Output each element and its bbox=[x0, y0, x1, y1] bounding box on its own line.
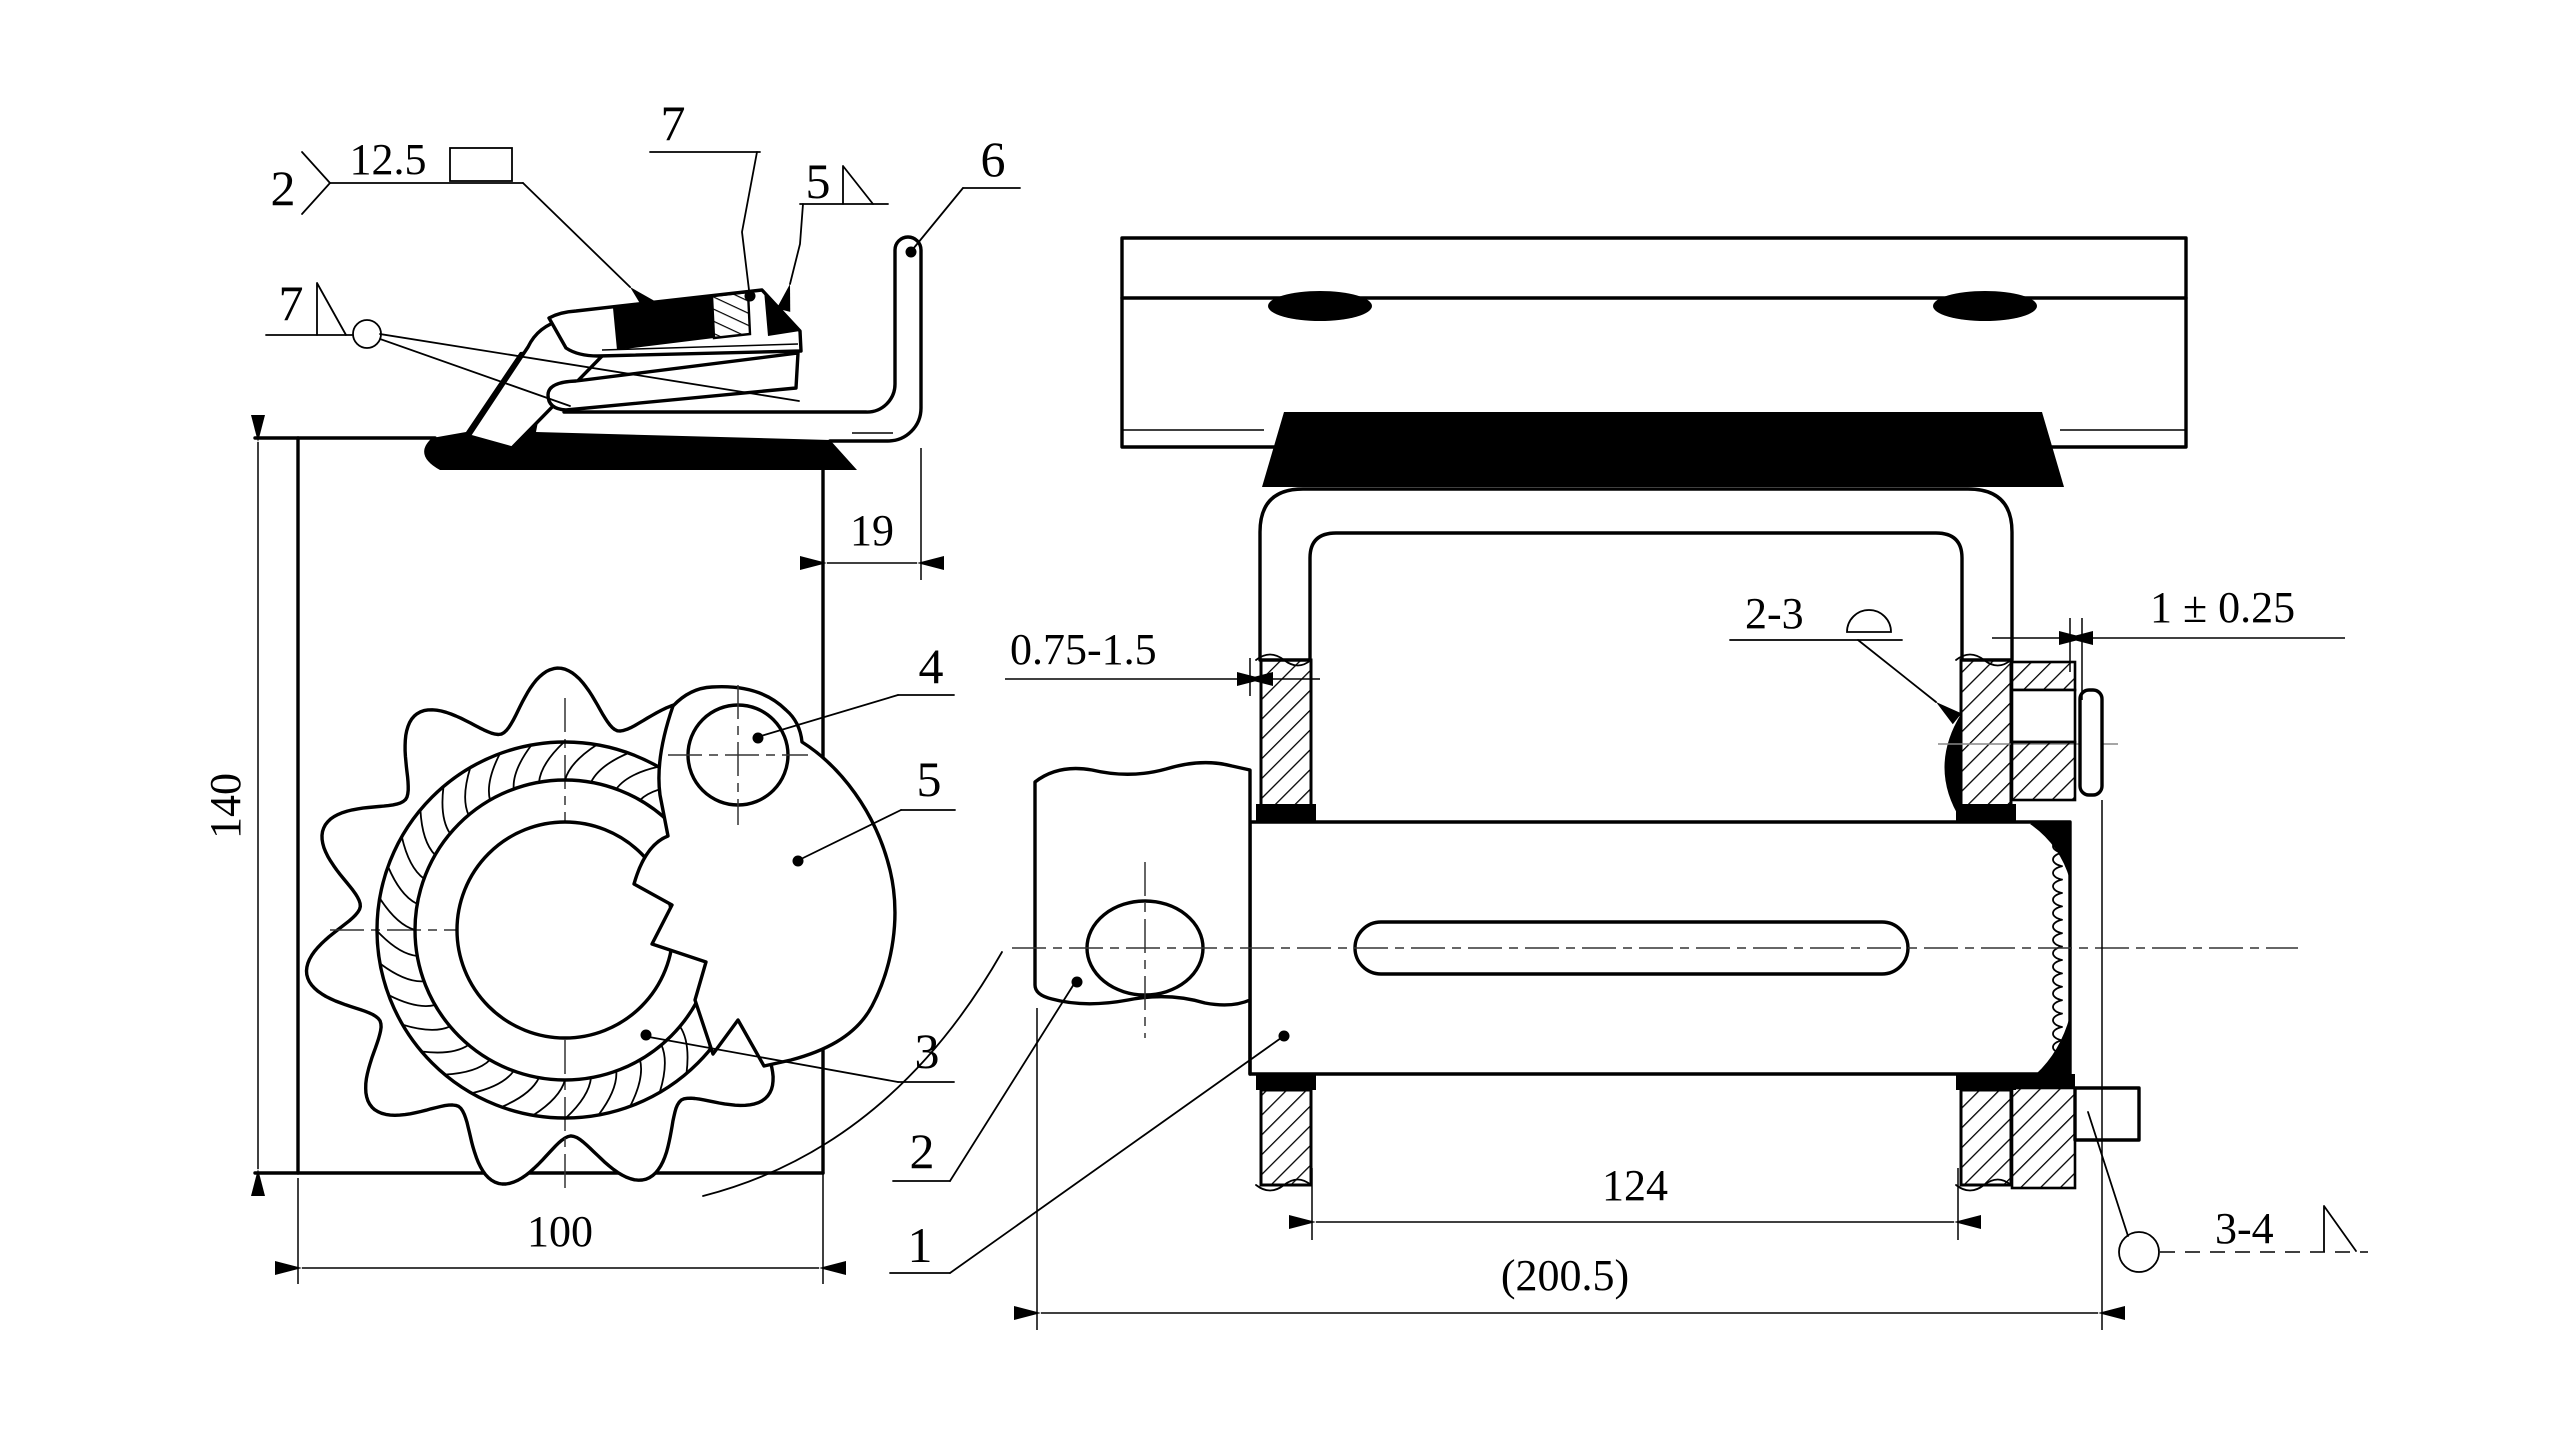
spot-weld-circle-icon bbox=[352, 319, 382, 349]
callout-7-top-label: 7 bbox=[661, 95, 686, 151]
break-line bbox=[1955, 1178, 2012, 1192]
leader-dot bbox=[905, 246, 917, 258]
strap-legs-lower-section bbox=[1255, 1074, 2016, 1192]
surface-finish-value: 12.5 bbox=[350, 135, 427, 184]
leader-dot bbox=[1071, 976, 1083, 988]
rubber-band-pad bbox=[1262, 412, 2064, 487]
weld-flag-icon bbox=[316, 282, 347, 336]
dimension-end-play: 1 ± 0.25 bbox=[1992, 583, 2345, 700]
clamp-assembly bbox=[424, 235, 923, 470]
weld-seam-coil bbox=[2052, 821, 2071, 1075]
dimension-overall: (200.5) bbox=[1014, 800, 2125, 1330]
weld-flag-icon bbox=[842, 165, 874, 205]
callout-7-left: 7 bbox=[265, 275, 800, 407]
callout-6-label: 6 bbox=[981, 131, 1006, 187]
chevron-icon bbox=[301, 151, 332, 215]
leader-dot bbox=[640, 1029, 652, 1041]
sprocket-bore bbox=[455, 820, 675, 1040]
dim-100-value: 100 bbox=[527, 1207, 593, 1256]
dim-124-value: 124 bbox=[1602, 1161, 1668, 1210]
weld-foot bbox=[1256, 804, 1316, 822]
callout-4-label: 4 bbox=[919, 638, 944, 694]
dimension-140: 140 bbox=[201, 415, 265, 1196]
dim-weld-size-value: 2-3 bbox=[1745, 589, 1804, 638]
callout-lever-label: 2 bbox=[910, 1123, 935, 1179]
break-line bbox=[1955, 653, 2012, 667]
callout-5-mid-label: 5 bbox=[917, 751, 942, 807]
callout-weld-size: 2-3 bbox=[1729, 589, 1962, 725]
break-line bbox=[1255, 653, 1312, 667]
break-line bbox=[1255, 1178, 1312, 1192]
dim-19-value: 19 bbox=[850, 506, 894, 555]
callout-spot-weld: 3-4 bbox=[2087, 1111, 2368, 1273]
dimension-100: 100 bbox=[275, 1178, 846, 1284]
dim-overall-value: (200.5) bbox=[1501, 1251, 1629, 1300]
u-strap bbox=[1258, 487, 2014, 662]
weld-foot bbox=[1256, 1074, 1316, 1090]
dimension-124: 124 bbox=[1289, 1161, 1981, 1240]
callout-2-label: 2 bbox=[271, 160, 296, 216]
nut-bottom-block bbox=[2073, 1086, 2141, 1142]
callout-5-top-label: 5 bbox=[806, 153, 831, 209]
dim-gap-value: 0.75-1.5 bbox=[1010, 625, 1157, 674]
weld-foot bbox=[1956, 804, 2016, 822]
dim-spot-weld-value: 3-4 bbox=[2215, 1204, 2274, 1253]
washer bbox=[2078, 688, 2104, 797]
nut-section bbox=[2010, 740, 2077, 802]
weld-flag-icon bbox=[2323, 1205, 2357, 1252]
callout-6: 6 bbox=[905, 131, 1021, 258]
plug-weld-symbol-icon bbox=[1846, 609, 1892, 633]
callout-5-mid: 5 bbox=[792, 751, 956, 867]
flange-nut-assembly bbox=[1938, 660, 2141, 1190]
swing-arc bbox=[702, 951, 1003, 1197]
spot-weld-circle-icon bbox=[2118, 1231, 2160, 1273]
callout-3-label: 3 bbox=[915, 1023, 940, 1079]
weld-wedge bbox=[2036, 1016, 2070, 1074]
plate-slot bbox=[1933, 291, 2037, 321]
dim-end-play-value: 1 ± 0.25 bbox=[2150, 583, 2295, 632]
plate-slot bbox=[1268, 291, 1372, 321]
left-view: 2 12.5 7 5 6 7 bbox=[201, 95, 1021, 1284]
weld-foot bbox=[1956, 1074, 2016, 1090]
callout-4: 4 bbox=[752, 638, 955, 744]
dimension-gap: 0.75-1.5 bbox=[1005, 625, 1320, 696]
right-view: 0.75-1.5 2-3 1 ± 0.25 2 bbox=[889, 236, 2368, 1330]
pawl bbox=[632, 684, 897, 1068]
callout-lever: 2 bbox=[892, 976, 1083, 1182]
callout-7-left-label: 7 bbox=[279, 275, 304, 331]
leader-dot bbox=[744, 290, 756, 302]
strap-legs-section bbox=[1255, 653, 2016, 822]
leader-dot bbox=[752, 732, 764, 744]
l-bracket bbox=[562, 235, 923, 443]
callout-strap: 1 bbox=[889, 1030, 1290, 1274]
callout-5-top: 5 bbox=[776, 153, 889, 312]
liner-pad-hatched bbox=[710, 290, 752, 340]
callout-7-top: 7 bbox=[649, 95, 761, 302]
end-weld-fillet bbox=[764, 290, 800, 336]
callout-3: 3 bbox=[640, 1023, 955, 1083]
dimension-19: 19 bbox=[800, 448, 944, 580]
leader-dot bbox=[792, 855, 804, 867]
dim-140-value: 140 bbox=[201, 773, 250, 839]
weld-crescent bbox=[1944, 714, 1961, 820]
lever-piece bbox=[1033, 760, 1252, 1076]
leader-dot bbox=[1278, 1030, 1290, 1042]
weld-wedge bbox=[2030, 822, 2070, 880]
callout-strap-label: 1 bbox=[908, 1217, 933, 1273]
surface-finish-symbol-icon bbox=[449, 147, 513, 182]
callout-2: 2 12.5 bbox=[271, 135, 655, 311]
